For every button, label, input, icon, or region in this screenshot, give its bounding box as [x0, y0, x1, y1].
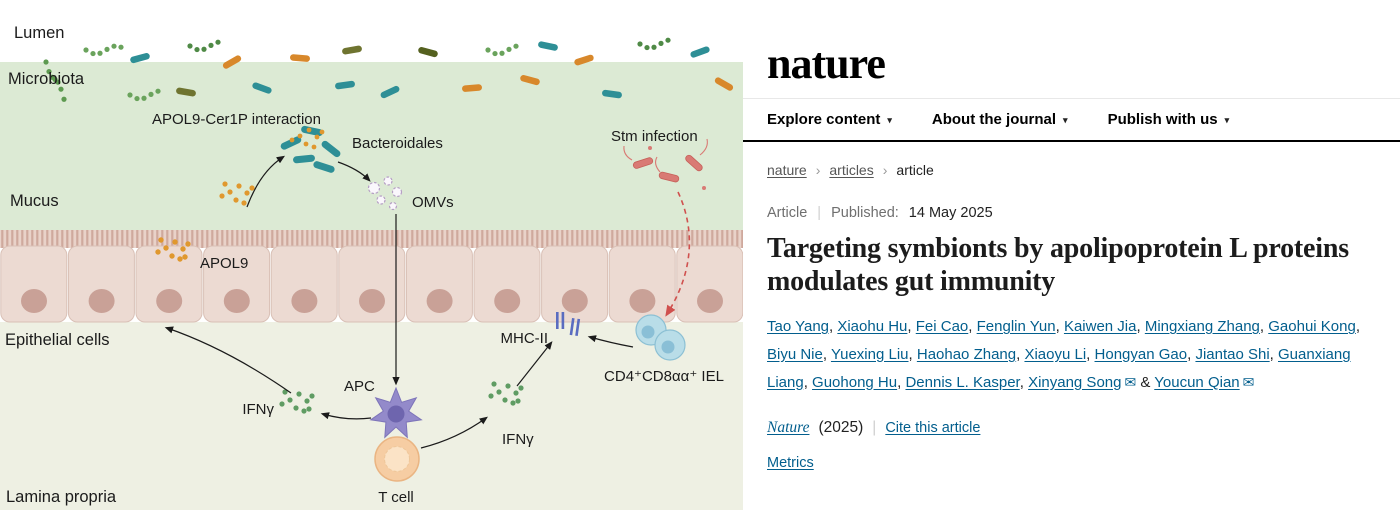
label-apol9: APOL9 — [200, 255, 248, 272]
label-bacteroidales: Bacteroidales — [352, 135, 443, 152]
microbiota-bacteria — [43, 37, 734, 102]
breadcrumb-nature[interactable]: nature — [767, 162, 807, 178]
article-meta: Article | Published: 14 May 2025 — [743, 178, 1400, 221]
breadcrumb-article: article — [896, 162, 934, 178]
label-omvs: OMVs — [412, 194, 454, 211]
label-mhc2: MHC-II — [501, 330, 549, 347]
author-link[interactable]: Dennis L. Kasper — [905, 373, 1020, 391]
label-ifng-right: IFNγ — [502, 431, 534, 448]
metrics-link[interactable]: Metrics — [767, 455, 814, 472]
breadcrumb: nature › articles › article — [743, 142, 1400, 178]
nav-item-label: Publish with us — [1107, 111, 1218, 128]
author-link[interactable]: Tao Yang — [767, 318, 829, 336]
cite-link[interactable]: Cite this article — [885, 420, 981, 437]
nav-item-about-the-journal[interactable]: About the journal ▾ — [932, 111, 1068, 128]
author-link[interactable]: Fei Cao — [915, 318, 969, 336]
label-lamina-propria: Lamina propria — [6, 488, 117, 506]
site-nav: Explore content▾About the journal▾Publis… — [743, 99, 1400, 142]
molecule-clusters — [155, 127, 524, 414]
brush-border — [0, 230, 743, 248]
nature-logo[interactable]: nature — [767, 39, 886, 88]
breadcrumb-separator-icon: › — [815, 162, 821, 178]
cite-divider: | — [872, 419, 877, 437]
nav-item-label: About the journal — [931, 111, 1057, 128]
published-date: 14 May 2025 — [908, 205, 993, 221]
envelope-icon[interactable]: ✉ — [1242, 373, 1255, 390]
site-header: nature — [743, 0, 1400, 99]
article-title: Targeting symbionts by apolipoprotein L … — [767, 233, 1349, 298]
author-link[interactable]: Mingxiang Zhang — [1144, 318, 1260, 336]
label-apol9-cer1p: APOL9-Cer1P interaction — [152, 111, 321, 128]
published-label: Published: — [831, 205, 899, 221]
envelope-icon[interactable]: ✉ — [1124, 373, 1137, 390]
label-apc: APC — [344, 378, 375, 395]
breadcrumb-separator-icon: › — [882, 162, 888, 178]
mhc2-receptor-icons — [556, 312, 581, 336]
author-link[interactable]: Guanxiang Liang — [767, 345, 1351, 391]
omv-vesicles — [367, 176, 403, 211]
author-link[interactable]: Xiaohu Hu — [837, 318, 908, 336]
label-t-cell: T cell — [378, 489, 414, 506]
iel-cells — [635, 314, 686, 361]
label-microbiota: Microbiota — [8, 70, 85, 88]
author-link[interactable]: Yuexing Liu — [830, 345, 909, 363]
gut-immunity-diagram: Lumen Microbiota Mucus Epithelial cells … — [0, 0, 744, 510]
label-mucus: Mucus — [10, 192, 59, 210]
label-lumen: Lumen — [14, 24, 64, 42]
t-cell — [374, 436, 420, 482]
author-link[interactable]: Gaohui Kong — [1268, 318, 1356, 336]
chevron-down-icon: ▾ — [1063, 115, 1068, 125]
author-list: Tao Yang, Xiaohu Hu, Fei Cao, Fenglin Yu… — [767, 318, 1360, 391]
bacteroidales-cluster — [280, 125, 341, 173]
mucus-zone — [0, 62, 743, 230]
label-stm-infection: Stm infection — [611, 128, 698, 145]
signal-arrows — [164, 155, 634, 449]
author-link[interactable]: Biyu Nie — [767, 345, 823, 363]
author-link[interactable]: Jiantao Shi — [1195, 345, 1270, 363]
author-link[interactable]: Xiaoyu Li — [1024, 345, 1087, 363]
journal-year: (2025) — [818, 419, 864, 437]
article-type-label: Article — [767, 205, 808, 221]
author-link[interactable]: Kaiwen Jia — [1063, 318, 1137, 336]
author-link[interactable]: Xinyang Song — [1028, 373, 1122, 391]
article-figure: Lumen Microbiota Mucus Epithelial cells … — [0, 0, 744, 510]
nav-item-explore-content[interactable]: Explore content ▾ — [767, 111, 892, 128]
stm-infection-arrow — [665, 191, 691, 317]
author-link[interactable]: Youcun Qian — [1154, 373, 1240, 391]
author-link[interactable]: Fenglin Yun — [976, 318, 1056, 336]
stm-bacteria — [623, 138, 708, 190]
journal-link[interactable]: Nature — [767, 419, 810, 437]
meta-divider: | — [817, 205, 822, 221]
nature-article-page: nature Explore content▾About the journal… — [743, 0, 1400, 520]
author-link[interactable]: Haohao Zhang — [916, 345, 1017, 363]
label-iel: CD4⁺CD8αα⁺ IEL — [604, 368, 724, 385]
lumen-zone — [0, 0, 743, 62]
citation-row: Nature (2025) | Cite this article — [743, 419, 1400, 437]
apc-cell — [369, 386, 423, 439]
chevron-down-icon: ▾ — [887, 115, 892, 125]
metrics-row: Metrics — [743, 454, 1400, 472]
lamina-propria-zone — [0, 322, 743, 510]
epithelial-cell-row — [0, 245, 744, 323]
author-link[interactable]: Guohong Hu — [812, 373, 898, 391]
nav-item-publish-with-us[interactable]: Publish with us ▾ — [1108, 111, 1230, 128]
nav-item-label: Explore content — [767, 111, 881, 128]
label-epithelial-cells: Epithelial cells — [5, 331, 110, 349]
author-link[interactable]: Hongyan Gao — [1094, 345, 1188, 363]
chevron-down-icon: ▾ — [1224, 115, 1230, 125]
breadcrumb-articles[interactable]: articles — [829, 162, 874, 178]
label-ifng-left: IFNγ — [242, 401, 274, 418]
